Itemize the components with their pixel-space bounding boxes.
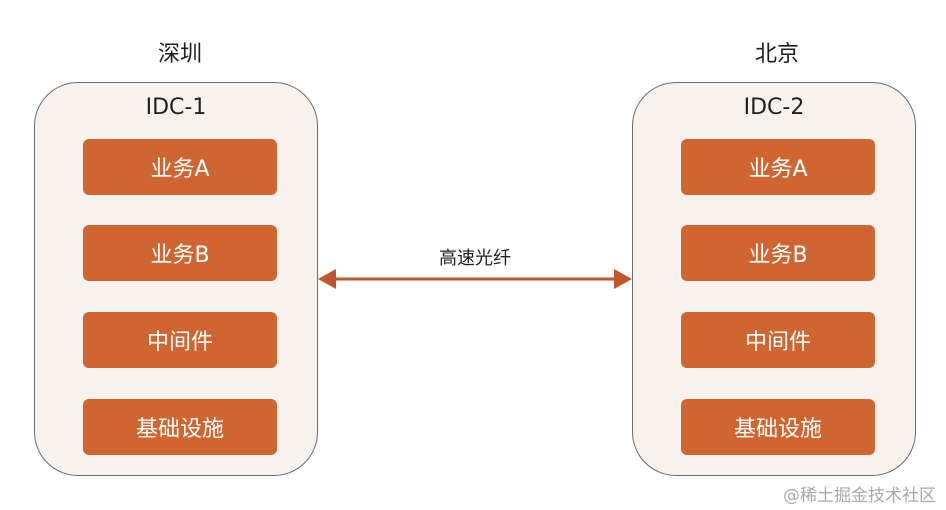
- watermark: @稀土掘金技术社区: [783, 486, 936, 506]
- link-label: 高速光纤: [439, 248, 511, 269]
- city-label-right: 北京: [754, 42, 799, 67]
- service-box-right-2: 业务B: [681, 225, 875, 281]
- service-box-left-1: 业务A: [83, 139, 277, 195]
- city-label-left: 深圳: [157, 42, 202, 67]
- service-box-left-2: 业务B: [83, 225, 277, 281]
- idc-title-left: IDC-1: [145, 95, 207, 120]
- idc-title-right: IDC-2: [743, 95, 805, 120]
- idc-box-right: IDC-2 业务A 业务B 中间件 基础设施: [632, 82, 916, 476]
- service-box-left-3: 中间件: [83, 312, 277, 368]
- service-box-right-3: 中间件: [681, 312, 875, 368]
- service-box-right-1: 业务A: [681, 139, 875, 195]
- arrowhead-right-icon: [614, 269, 632, 289]
- service-box-right-4: 基础设施: [681, 399, 875, 455]
- arrowhead-left-icon: [318, 269, 336, 289]
- idc-box-left: IDC-1 业务A 业务B 中间件 基础设施: [34, 82, 318, 476]
- service-box-left-4: 基础设施: [83, 399, 277, 455]
